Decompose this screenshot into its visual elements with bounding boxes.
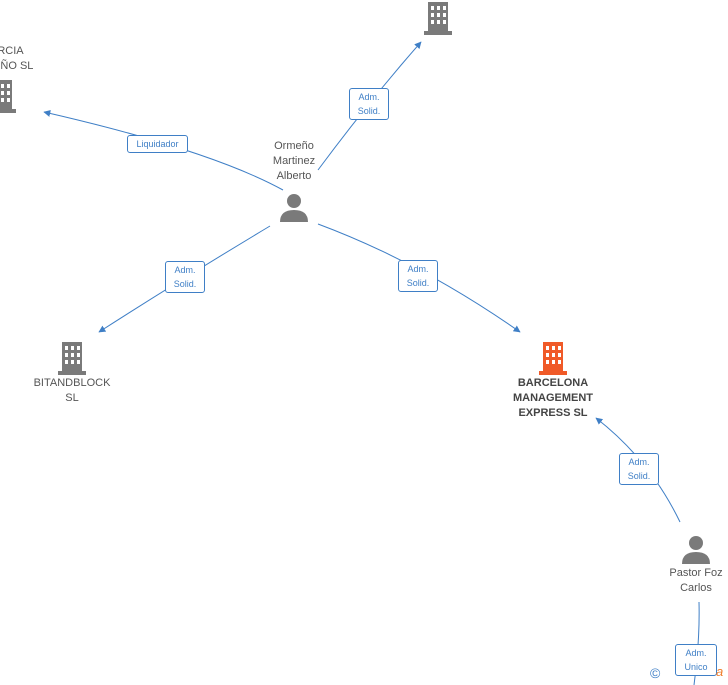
edge-label-text: Solid. — [173, 279, 197, 289]
edge-label-text: Unico — [684, 662, 708, 672]
person-name-line: Ormeño — [274, 140, 314, 152]
company-name-line: MANAGEMENT — [512, 392, 594, 404]
building-icon — [424, 2, 452, 35]
copyright-symbol: © — [650, 665, 661, 681]
edge-label-text: Solid. — [627, 471, 651, 481]
company-name-line: SL — [65, 392, 79, 404]
company-node-bitandblock[interactable]: BITANDBLOCK SL — [27, 340, 117, 406]
brand-logo-fragment: a — [716, 664, 724, 679]
edge-label-text: Adm. — [174, 265, 196, 275]
edge-label-text: Adm. — [685, 648, 707, 658]
company-node-top[interactable] — [418, 0, 458, 36]
building-icon — [58, 342, 86, 375]
company-name-line: EXPRESS SL — [518, 407, 588, 419]
person-name-line: Martinez — [272, 155, 316, 167]
edge-label-text: Solid. — [357, 106, 381, 116]
person-name-line: Pastor Foz — [669, 567, 723, 579]
edge-label-text: Liquidador — [136, 139, 179, 149]
edge-label-adm-solid-bitandblock[interactable]: Adm. Solid. — [165, 261, 205, 293]
edge-label-text: Adm. — [407, 264, 429, 274]
company-name-line: BARCELONA — [517, 377, 589, 389]
company-node-barcelona[interactable]: BARCELONA MANAGEMENT EXPRESS SL — [503, 340, 603, 421]
edge-label-text: Adm. — [358, 92, 380, 102]
building-icon — [0, 80, 16, 113]
edge-label-adm-solid-pastor[interactable]: Adm. Solid. — [619, 453, 659, 485]
edge-label-liquidador[interactable]: Liquidador — [127, 135, 188, 153]
person-name-line: Carlos — [680, 582, 712, 594]
edge-label-adm-unico[interactable]: Adm. Unico — [675, 644, 717, 676]
edge-label-text: Adm. — [628, 457, 650, 467]
edge-label-text: Solid. — [406, 278, 430, 288]
person-name-line: Alberto — [276, 170, 312, 182]
person-node-pastor[interactable]: Pastor Foz Carlos — [660, 534, 728, 596]
company-name-line: BITANDBLOCK — [33, 377, 111, 389]
person-node-ormeno[interactable]: Ormeño Martinez Alberto — [254, 139, 334, 224]
company-node-garcia[interactable]: ARCIA IEÑO SL — [0, 44, 50, 114]
building-icon-highlighted — [539, 342, 567, 375]
company-name-line: IEÑO SL — [0, 60, 34, 72]
person-icon — [280, 194, 308, 222]
company-name-line: ARCIA — [0, 45, 24, 57]
edge-label-adm-solid-top[interactable]: Adm. Solid. — [349, 88, 389, 120]
edge-label-adm-solid-barcelona[interactable]: Adm. Solid. — [398, 260, 438, 292]
person-icon — [682, 536, 710, 564]
edge-pastor-down — [693, 601, 700, 685]
